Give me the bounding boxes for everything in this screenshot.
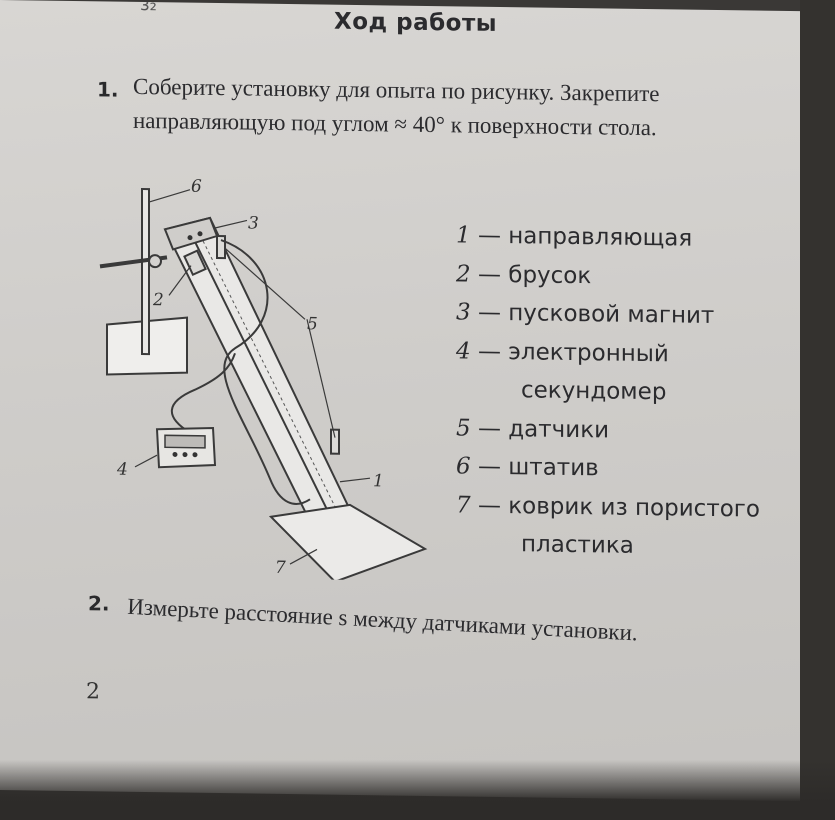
page-number: 2 [86, 679, 100, 705]
figure-label-3: 3 [248, 213, 259, 233]
step-1-number: 1. [97, 77, 119, 102]
legend-item: 1 — направляющая [456, 222, 693, 252]
step-2-number: 2. [88, 591, 110, 616]
rail-scale [194, 224, 341, 517]
magnet-hole [187, 235, 193, 241]
legend-item: 4 — электронный [456, 337, 669, 367]
step-2-text: Измерьте расстояние s между датчиками ус… [126, 593, 639, 646]
figure-label-6: 6 [191, 177, 202, 197]
figure-label-5: 5 [307, 314, 318, 334]
figure-label-4: 4 [116, 460, 128, 480]
figure-legend: 1 — направляющая 2 — брусок 3 — пусковой… [456, 216, 806, 567]
legend-item: 5 — датчики [456, 414, 610, 444]
figure-label-1: 1 [373, 471, 384, 491]
textbook-page: з₂ Ход работы 1. Соберите установку для … [0, 0, 808, 802]
clamp-knob [148, 254, 162, 269]
legend-item: 2 — брусок [456, 260, 592, 289]
legend-item-continuation: пластика [521, 531, 634, 559]
legend-item-continuation: секундомер [521, 377, 667, 406]
apparatus-figure: 6 3 2 5 4 1 7 [99, 177, 428, 582]
rail-groove [186, 225, 333, 521]
stand-rod [141, 187, 150, 356]
background-shadow-bottom [0, 760, 835, 820]
timer-cable [170, 352, 236, 434]
step-1-text: Соберите установку для опыта по рисунку.… [133, 73, 660, 141]
sliding-block [183, 249, 207, 277]
legend-item: 6 — штатив [456, 453, 599, 482]
corner-mark: з₂ [140, 0, 157, 16]
background-shadow-right [800, 0, 835, 810]
figure-label-2: 2 [152, 290, 164, 310]
magnet-hole [197, 231, 203, 237]
sensor-top [216, 235, 226, 260]
stopwatch-display [164, 434, 206, 449]
section-heading: Ход работы [334, 8, 498, 37]
sensor-bottom [330, 428, 340, 455]
legend-item: 7 — коврик из пористого [456, 491, 760, 523]
figure-label-7: 7 [275, 558, 286, 578]
foam-mat [268, 503, 428, 582]
legend-item: 3 — пусковой магнит [456, 299, 715, 329]
